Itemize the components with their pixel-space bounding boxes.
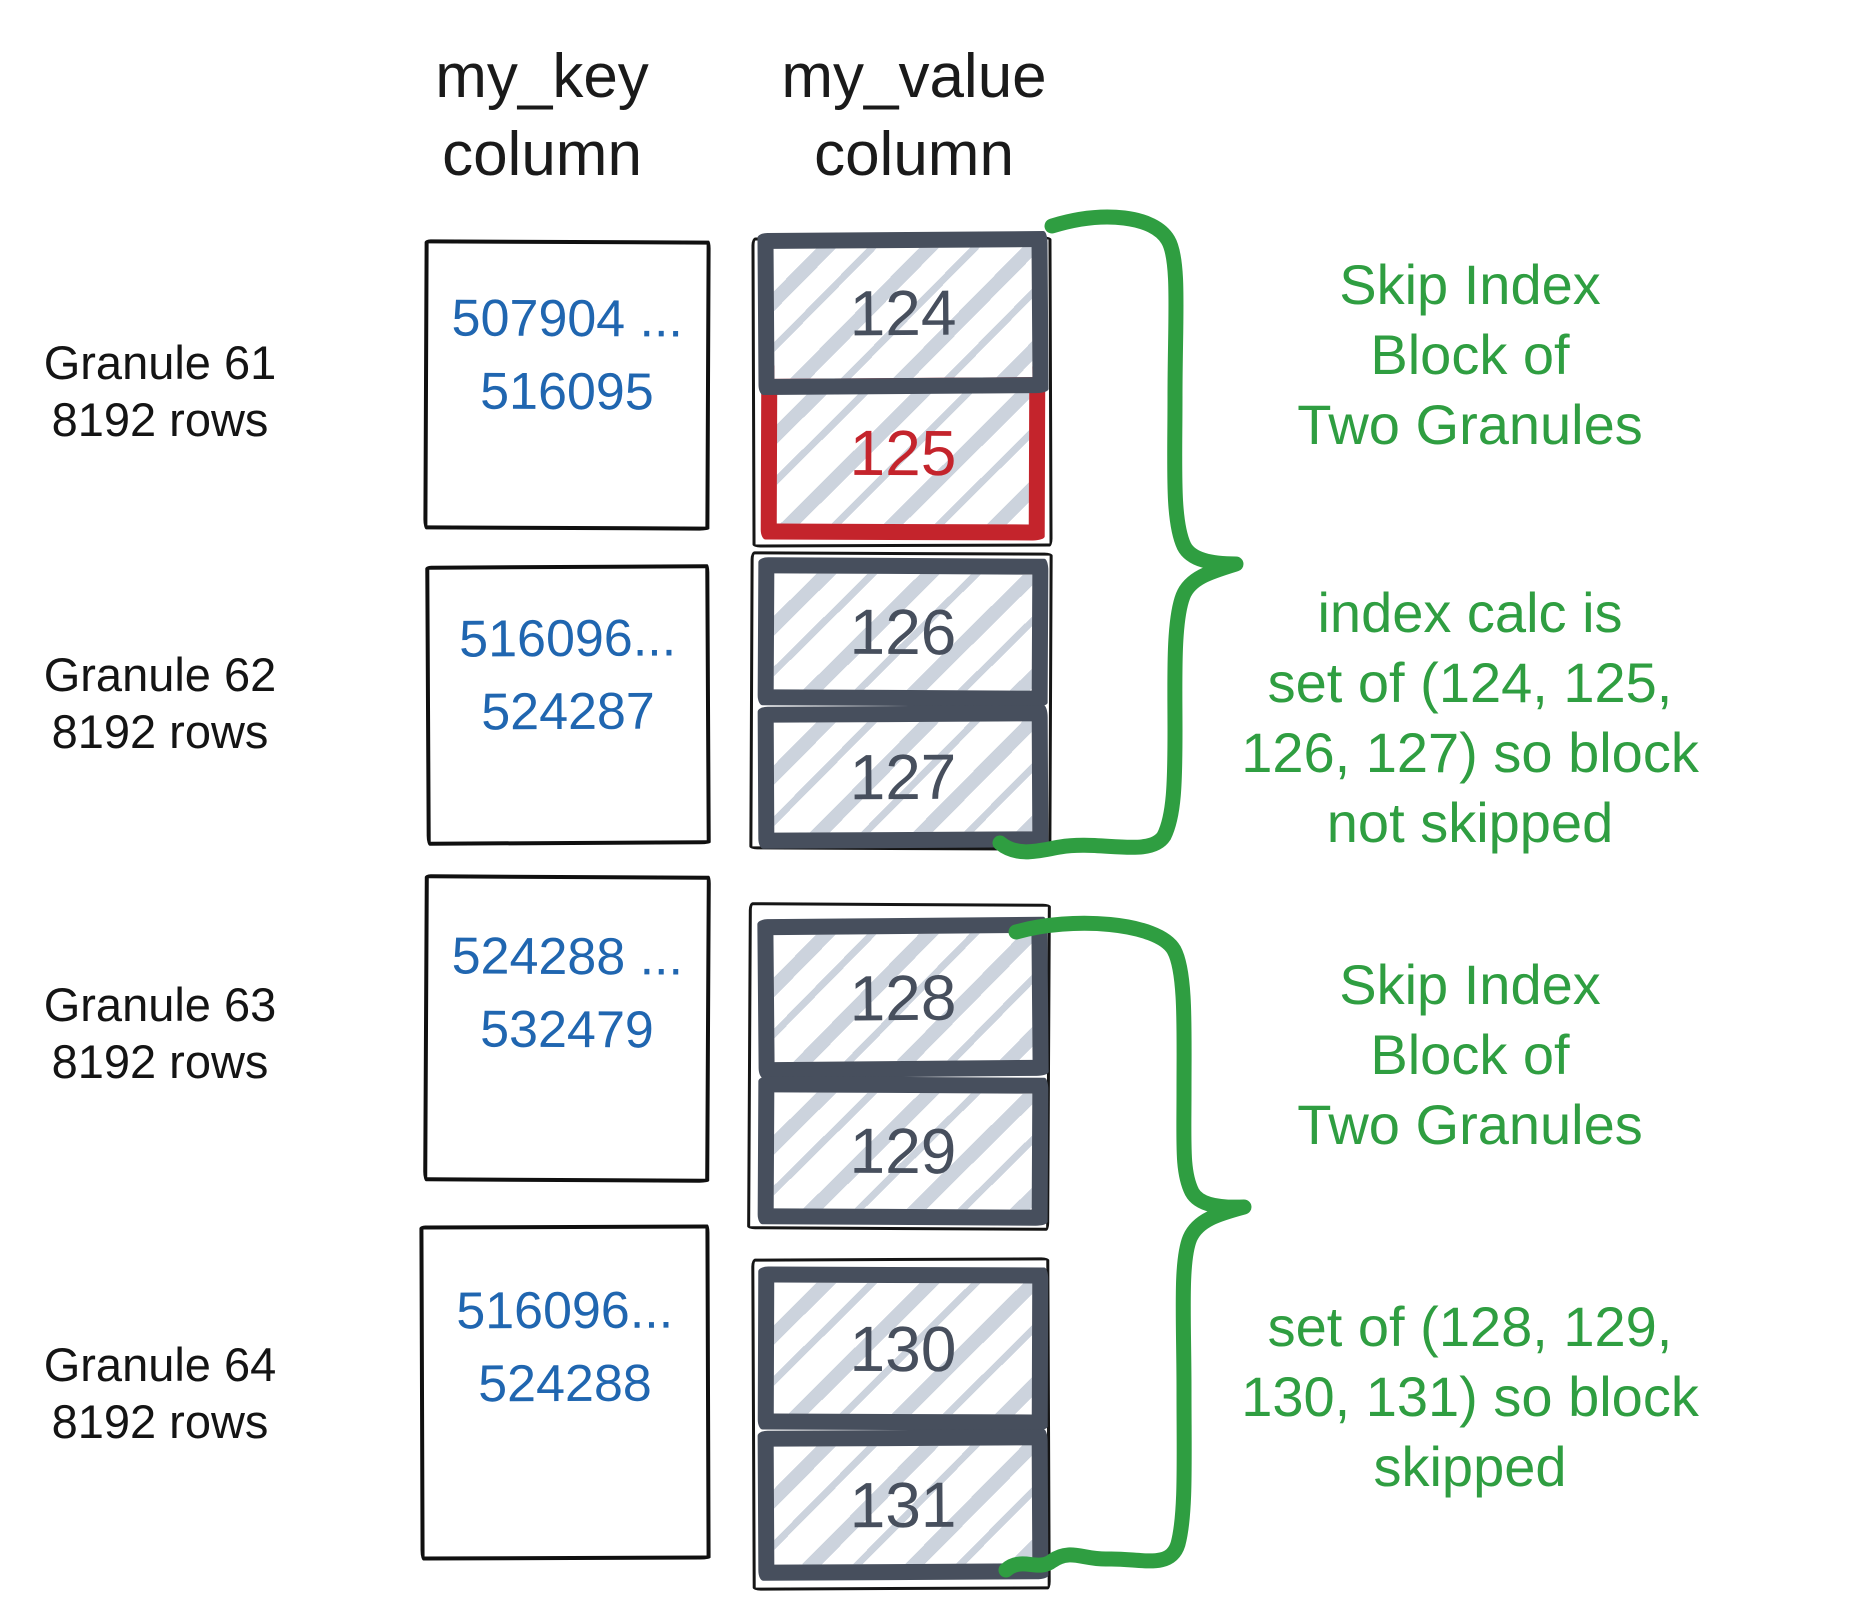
annotation-skip-block-1: Skip Index Block of Two Granules — [1170, 250, 1770, 460]
value-number: 124 — [849, 276, 957, 350]
value-box-124: 124 — [757, 230, 1049, 396]
header-line: my_key — [435, 42, 649, 111]
value-number: 128 — [849, 961, 957, 1034]
value-number: 125 — [849, 416, 957, 490]
annotation-line: not skipped — [1326, 791, 1614, 854]
annotation-line: Two Granules — [1297, 393, 1643, 456]
granule-rows: 8192 rows — [51, 1395, 269, 1448]
annotation-block-skipped: set of (128, 129, 130, 131) so block ski… — [1150, 1292, 1790, 1502]
annotation-line: Skip Index — [1339, 253, 1601, 316]
key-range: 516096... 524287 — [459, 602, 677, 749]
annotation-line: Skip Index — [1339, 953, 1601, 1016]
key-box-granule-61: 507904 ... 516095 — [423, 239, 711, 531]
granule-name: Granule 62 — [43, 648, 277, 701]
annotation-line: set of (128, 129, — [1267, 1295, 1673, 1358]
key-box-granule-64: 516096... 524288 — [419, 1224, 711, 1561]
key-range-from: 516096... — [459, 609, 677, 669]
header-line: column — [442, 120, 642, 189]
value-number: 129 — [849, 1114, 957, 1188]
key-range-to: 524288 — [478, 1354, 652, 1413]
annotation-line: 130, 131) so block — [1241, 1365, 1699, 1428]
annotation-line: skipped — [1373, 1435, 1567, 1498]
my-key-column-header: my_key column — [382, 38, 702, 194]
value-number: 131 — [849, 1468, 957, 1542]
granule-rows: 8192 rows — [51, 1035, 269, 1088]
value-box-130: 130 — [757, 1266, 1049, 1431]
granule-rows: 8192 rows — [51, 393, 269, 446]
header-line: my_value — [781, 42, 1047, 111]
key-range: 507904 ... 516095 — [451, 282, 684, 429]
granule-name: Granule 61 — [43, 336, 277, 389]
annotation-line: Block of — [1370, 1023, 1570, 1086]
granule-64-label: Granule 64 8192 rows — [5, 1336, 315, 1450]
granule-name: Granule 63 — [43, 978, 277, 1031]
granule-62-label: Granule 62 8192 rows — [5, 646, 315, 760]
value-box-128: 128 — [757, 916, 1049, 1079]
annotation-line: Two Granules — [1297, 1093, 1643, 1156]
annotation-line: set of (124, 125, — [1267, 651, 1673, 714]
value-box-131: 131 — [757, 1429, 1049, 1581]
value-box-127: 127 — [757, 705, 1049, 849]
key-range: 524288 ... 532479 — [451, 920, 684, 1067]
granule-63-label: Granule 63 8192 rows — [5, 976, 315, 1090]
key-box-granule-62: 516096... 524287 — [425, 564, 711, 846]
granule-rows: 8192 rows — [51, 705, 269, 758]
annotation-line: Block of — [1370, 323, 1570, 386]
key-range-from: 507904 ... — [451, 289, 684, 349]
value-number: 126 — [849, 595, 957, 669]
key-range-from: 516096... — [456, 1281, 674, 1340]
header-line: column — [814, 120, 1014, 189]
value-box-129: 129 — [757, 1076, 1049, 1226]
annotation-line: index calc is — [1317, 581, 1623, 644]
annotation-skip-block-2: Skip Index Block of Two Granules — [1170, 950, 1770, 1160]
key-range-from: 524288 ... — [451, 926, 684, 987]
key-range-to: 524287 — [481, 682, 655, 742]
value-number: 127 — [849, 740, 957, 814]
key-range: 516096... 524288 — [456, 1274, 673, 1421]
annotation-index-calc-not-skipped: index calc is set of (124, 125, 126, 127… — [1150, 578, 1790, 858]
value-number: 130 — [849, 1312, 957, 1385]
key-box-granule-63: 524288 ... 532479 — [423, 874, 711, 1183]
value-box-126: 126 — [757, 557, 1049, 707]
granule-name: Granule 64 — [43, 1338, 277, 1391]
my-value-column-header: my_value column — [754, 38, 1074, 194]
annotation-line: 126, 127) so block — [1241, 721, 1699, 784]
granule-61-label: Granule 61 8192 rows — [5, 334, 315, 448]
key-range-to: 516095 — [480, 362, 654, 422]
key-range-to: 532479 — [480, 1000, 654, 1059]
